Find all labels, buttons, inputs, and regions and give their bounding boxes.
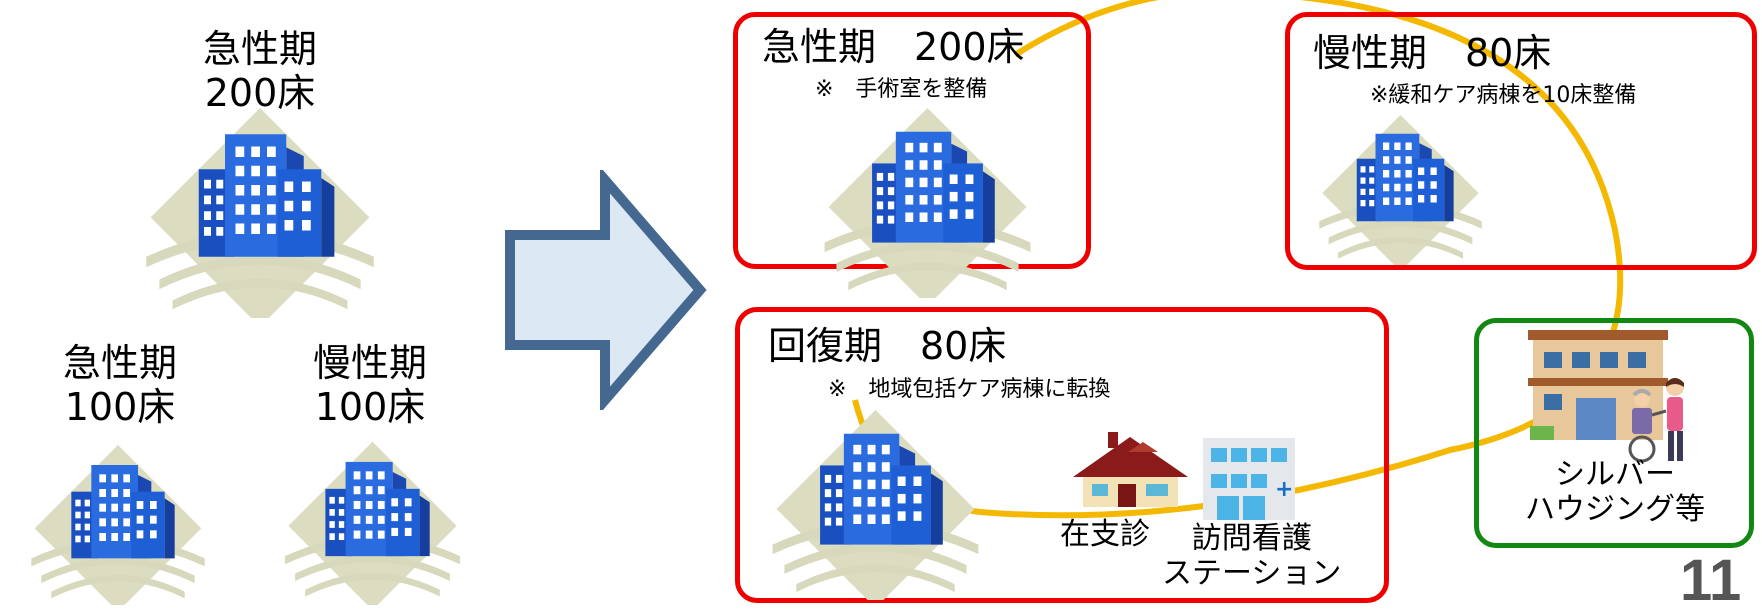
before-acute-small-title: 急性期 100床 — [62, 341, 177, 429]
caregiver-icon — [1628, 378, 1684, 463]
transition-arrow — [505, 170, 707, 410]
before-acute-title: 急性期 200床 — [202, 27, 317, 115]
home-clinic-label: 在支診 — [1060, 517, 1150, 552]
after-chronic-title: 慢性期 80床 — [1313, 31, 1552, 75]
after-recovery-title: 回復期 80床 — [768, 324, 1007, 368]
page-number: 11 — [1680, 548, 1742, 613]
svg-text:+: + — [1275, 477, 1293, 502]
nursing-station-icon: + — [1203, 438, 1295, 520]
after-chronic-box — [1285, 12, 1757, 270]
building-icon — [31, 445, 205, 605]
building-icon — [285, 441, 460, 605]
silver-housing-box — [1474, 318, 1754, 548]
building-icon — [824, 108, 1031, 298]
house-icon — [1073, 432, 1188, 507]
building-icon — [1319, 115, 1482, 265]
building-icon — [772, 410, 979, 600]
nursing-station-label: 訪問看護 ステーション — [1162, 521, 1342, 591]
after-recovery-box — [735, 307, 1389, 603]
before-chronic-small-title: 慢性期 100床 — [312, 341, 427, 429]
building-icon — [146, 108, 374, 318]
after-chronic-note: ※緩和ケア病棟を10床整備 — [1370, 83, 1637, 108]
housing-building-icon — [1528, 330, 1668, 440]
after-recovery-note: ※ 地域包括ケア病棟に転換 — [828, 377, 1111, 402]
silver-housing-label: シルバー ハウジング等 — [1525, 457, 1705, 527]
after-acute-title: 急性期 200床 — [762, 25, 1025, 69]
after-acute-note: ※ 手術室を整備 — [815, 77, 988, 102]
